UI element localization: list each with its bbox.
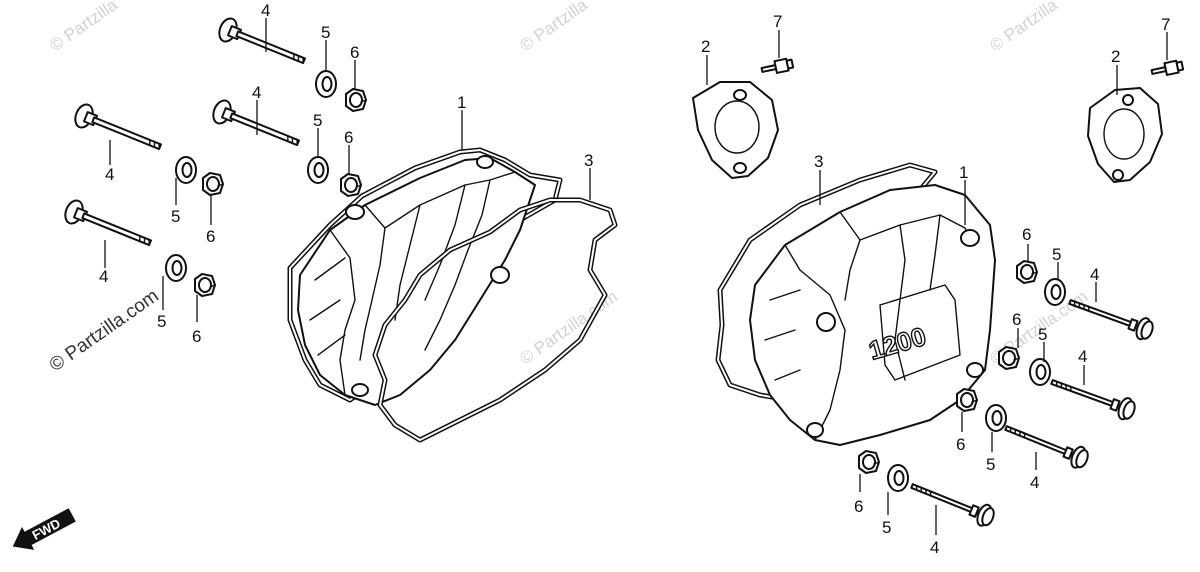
left-washer-4 [165, 254, 187, 282]
watermark-top-left: © Partzilla [46, 0, 121, 55]
right-grommet-2 [998, 346, 1020, 370]
right-washer-2 [1029, 358, 1051, 386]
callout-7: 7 [773, 12, 782, 31]
fwd-arrow: FWD [12, 508, 76, 550]
callout-5: 5 [313, 111, 322, 130]
left-grommet-1 [345, 88, 367, 112]
callout-4: 4 [105, 165, 114, 184]
right-bolt-4 [906, 474, 998, 530]
left-bolt-1 [215, 14, 310, 73]
breather-cover-right [1087, 87, 1163, 183]
callout-4: 4 [930, 538, 939, 557]
callout-6: 6 [350, 43, 359, 62]
callout-6: 6 [344, 128, 353, 147]
callout-5: 5 [171, 207, 180, 226]
right-valve-cover: 1200 [749, 184, 996, 446]
callout-4: 4 [252, 83, 261, 102]
right-grommet-1 [1016, 260, 1038, 284]
callout-5: 5 [1038, 325, 1047, 344]
left-washer-2 [307, 156, 329, 184]
right-grommet-3 [956, 388, 978, 412]
watermark-left: © Partzilla.com [46, 285, 163, 376]
callout-1: 1 [457, 93, 466, 112]
left-washer-1 [315, 70, 337, 98]
fwd-label: FWD [30, 516, 63, 543]
left-gasket-front [372, 197, 618, 443]
callout-3: 3 [814, 152, 823, 171]
right-washer-1 [1044, 278, 1066, 306]
screw-right [1150, 59, 1185, 76]
left-grommet-4 [194, 273, 216, 297]
left-grommet-3 [202, 172, 224, 196]
callout-5: 5 [321, 23, 330, 42]
callouts: 4 5 6 4 5 6 4 5 6 4 5 6 1 3 2 7 2 7 3 1 … [99, 1, 1170, 557]
callout-6: 6 [1022, 225, 1031, 244]
callout-6: 6 [854, 497, 863, 516]
callout-3: 3 [584, 151, 593, 170]
callout-4: 4 [1078, 347, 1087, 366]
watermark-top-center: © Partzilla [516, 0, 591, 55]
left-bolt-2 [209, 96, 304, 155]
breather-cover-left [692, 81, 779, 179]
callout-4: 4 [1030, 473, 1039, 492]
callout-6: 6 [1012, 310, 1021, 329]
leader-lines [104, 18, 1168, 535]
screw-left [760, 57, 795, 74]
callout-5: 5 [882, 518, 891, 537]
right-cover-assembly: 1200 [692, 57, 1185, 530]
right-bolt-3 [1000, 416, 1092, 472]
fwd-arrow-icon [12, 508, 76, 550]
callout-2: 2 [1111, 47, 1120, 66]
callout-4: 4 [99, 267, 108, 286]
right-bolt-2 [1047, 370, 1139, 424]
callout-4: 4 [1090, 265, 1099, 284]
callout-2: 2 [701, 37, 710, 56]
callout-5: 5 [986, 455, 995, 474]
callout-6: 6 [956, 435, 965, 454]
callout-6: 6 [192, 327, 201, 346]
callout-1: 1 [959, 163, 968, 182]
left-washer-3 [175, 156, 197, 184]
callout-6: 6 [206, 227, 215, 246]
left-grommet-2 [340, 173, 362, 197]
watermark-top-right: © Partzilla [986, 0, 1061, 55]
callout-5: 5 [1052, 245, 1061, 264]
callout-4: 4 [261, 1, 270, 20]
left-cover-assembly [61, 14, 618, 443]
right-grommet-4 [858, 450, 880, 474]
right-washer-3 [985, 404, 1007, 432]
right-washer-4 [887, 464, 909, 492]
callout-5: 5 [157, 312, 166, 331]
left-bolt-3 [71, 100, 166, 159]
left-bolt-4 [61, 196, 156, 255]
callout-7: 7 [1161, 15, 1170, 34]
